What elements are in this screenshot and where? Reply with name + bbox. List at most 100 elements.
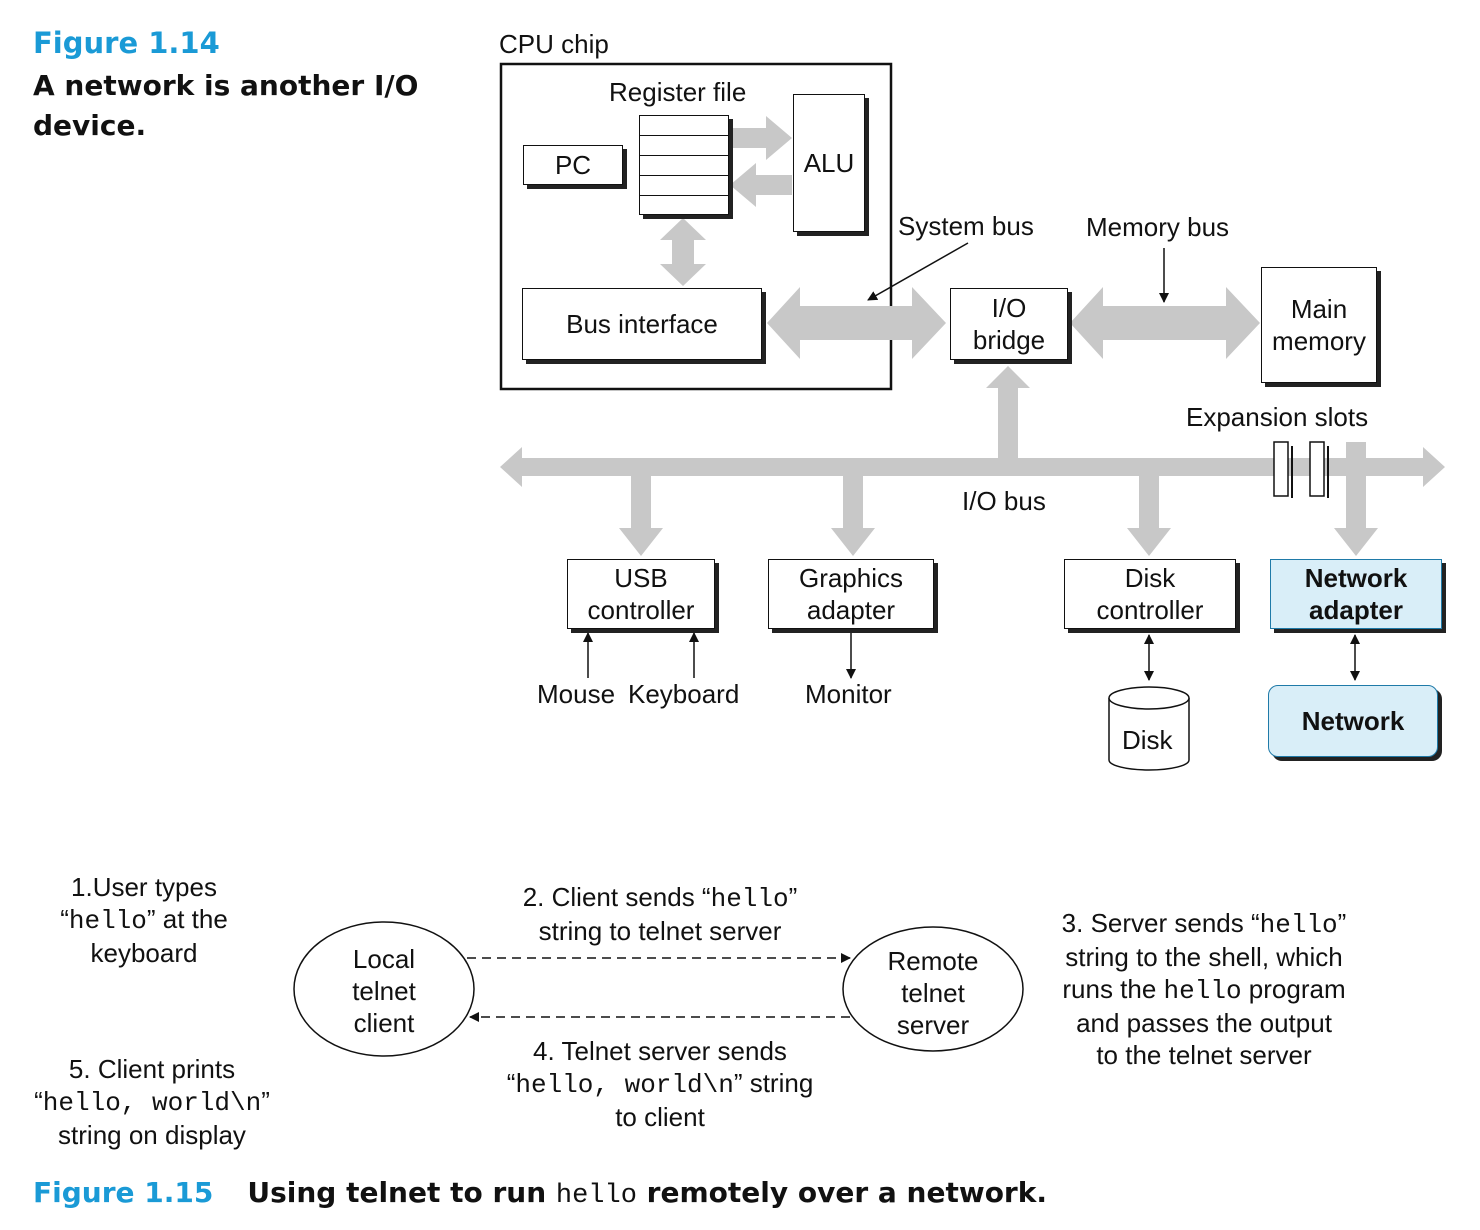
- step-2-text: 2. Client sends “hello” string to telnet…: [490, 881, 830, 947]
- io-bridge-label-2: bridge: [972, 325, 1046, 355]
- step-3-line-4: and passes the output: [1076, 1008, 1332, 1038]
- caption-line-1: A network is another I/O: [33, 69, 419, 102]
- register-file: [639, 115, 729, 215]
- local-telnet-client-label: Local telnet client: [314, 943, 454, 1039]
- usb-drop-arrow: [619, 474, 663, 556]
- main-memory-label-2: memory: [1272, 326, 1366, 356]
- step-4-text: 4. Telnet server sends “hello, world\n” …: [480, 1035, 840, 1133]
- pc-box: PC: [523, 145, 623, 185]
- expansion-slot-1: [1273, 441, 1289, 497]
- local-line-3: client: [353, 1008, 415, 1038]
- local-line-2: telnet: [352, 976, 416, 1006]
- step-4-line-3: to client: [615, 1102, 705, 1132]
- keyboard-label: Keyboard: [628, 679, 740, 709]
- pc-label: PC: [554, 150, 592, 180]
- step-3-line-2: string to the shell, which: [1065, 942, 1343, 972]
- disk-label: Disk: [1122, 725, 1173, 755]
- quote: ”: [1337, 908, 1347, 938]
- io-bridge-stem: [986, 366, 1030, 460]
- quote: ”: [788, 882, 798, 912]
- disk-drop-arrow: [1127, 474, 1171, 556]
- cpu-chip-outline: [499, 62, 893, 391]
- regfile-to-alu-arrow: [730, 116, 792, 160]
- disk-controller-box: Disk controller: [1064, 559, 1236, 629]
- usb-label-2: controller: [587, 595, 695, 625]
- system-bus-pointer: [867, 242, 969, 301]
- expansion-slots-label: Expansion slots: [1186, 402, 1369, 432]
- step-1-line-2: “hello” at the: [38, 903, 250, 937]
- system-bus: [767, 287, 946, 359]
- network-adapter-label-2: adapter: [1309, 595, 1403, 625]
- step-5-line-3: string on display: [58, 1120, 246, 1150]
- monitor-label: Monitor: [805, 679, 892, 709]
- hello-world-code: hello, world\n: [42, 1088, 262, 1118]
- usb-controller-box: USB controller: [567, 559, 715, 629]
- quote: “: [34, 1086, 43, 1116]
- network-box: Network: [1268, 685, 1438, 757]
- usb-label-1: USB: [614, 563, 668, 593]
- step-3-line-3: runs the hello program: [1040, 973, 1368, 1007]
- io-bus: [500, 447, 1445, 487]
- io-bridge-box: I/O bridge: [950, 288, 1068, 360]
- hello-code: hello: [1259, 910, 1338, 940]
- figure-1-15-number: Figure 1.15: [33, 1176, 214, 1209]
- step-4-string: ” string: [733, 1068, 814, 1098]
- figure-1-15-caption: Figure 1.15 Using telnet to run hello rem…: [33, 1175, 1047, 1214]
- remote-line-2: telnet: [901, 978, 965, 1008]
- cpu-chip-label: CPU chip: [499, 29, 609, 59]
- network-adapter-label-1: Network: [1304, 563, 1408, 593]
- hello-code: hello: [710, 884, 789, 914]
- step-3-lead: 3. Server sends “: [1061, 908, 1260, 938]
- mouse-label: Mouse: [537, 679, 616, 709]
- hello-world-code: hello, world\n: [515, 1070, 734, 1100]
- expansion-slot-2: [1309, 441, 1325, 497]
- caption-line-2: device.: [33, 109, 147, 142]
- quote: ”: [261, 1086, 270, 1116]
- step-4-line-1: 4. Telnet server sends: [533, 1036, 787, 1066]
- step-3-program: program: [1241, 974, 1346, 1004]
- step-1-line-1: 1.User types: [71, 872, 217, 902]
- step-3-line-1: 3. Server sends “hello”: [1040, 907, 1368, 941]
- figure-1-14-caption: A network is another I/O device.: [33, 66, 418, 146]
- disk-controller-label-1: Disk: [1124, 563, 1176, 593]
- register-file-label: Register file: [609, 77, 747, 107]
- network-adapter-box: Network adapter: [1270, 559, 1442, 629]
- bus-interface-box: Bus interface: [522, 288, 762, 360]
- alu-box: ALU: [793, 94, 865, 232]
- io-bridge-label-1: I/O: [991, 293, 1027, 323]
- graphics-label-2: adapter: [806, 595, 896, 625]
- step-3-text: 3. Server sends “hello” string to the sh…: [1040, 907, 1368, 1071]
- graphics-drop-arrow: [831, 474, 875, 556]
- bus-interface-label: Bus interface: [566, 309, 718, 339]
- step-2-line-2: string to telnet server: [538, 916, 782, 946]
- io-bus-label: I/O bus: [962, 486, 1046, 516]
- disk-cylinder: [1108, 686, 1190, 771]
- step-5-line-2: “hello, world\n”: [18, 1085, 286, 1119]
- main-memory-label-1: Main: [1290, 294, 1348, 324]
- step-3-line-5: to the telnet server: [1096, 1040, 1312, 1070]
- caption-part-a: Using telnet to run: [247, 1176, 556, 1209]
- disk-controller-label-2: controller: [1096, 595, 1204, 625]
- memory-bus: [1070, 287, 1260, 359]
- regfile-businterface-arrow: [660, 218, 706, 286]
- network-label: Network: [1301, 706, 1405, 736]
- main-memory-box: Main memory: [1261, 267, 1377, 383]
- step-4-line-2: “hello, world\n” string: [480, 1067, 840, 1101]
- step-2-line-1: 2. Client sends “hello”: [490, 881, 830, 915]
- remote-line-1: Remote: [887, 946, 979, 976]
- graphics-adapter-box: Graphics adapter: [768, 559, 934, 629]
- hello-code: hello: [1163, 976, 1242, 1006]
- step-1-line-3: keyboard: [90, 938, 198, 968]
- caption-code: hello: [555, 1181, 637, 1211]
- local-telnet-client-ellipse: [293, 921, 475, 1057]
- remote-telnet-server-ellipse: [842, 926, 1024, 1052]
- local-line-1: Local: [352, 944, 416, 974]
- step-1-text: 1.User types “hello” at the keyboard: [38, 871, 250, 969]
- alu-label: ALU: [803, 148, 855, 178]
- step-2-lead: 2. Client sends “: [522, 882, 711, 912]
- quote: “: [506, 1068, 516, 1098]
- step-1-line-2-rest: ” at the: [146, 904, 228, 934]
- caption-part-b: remotely over a network.: [636, 1176, 1047, 1209]
- remote-line-3: server: [896, 1010, 970, 1040]
